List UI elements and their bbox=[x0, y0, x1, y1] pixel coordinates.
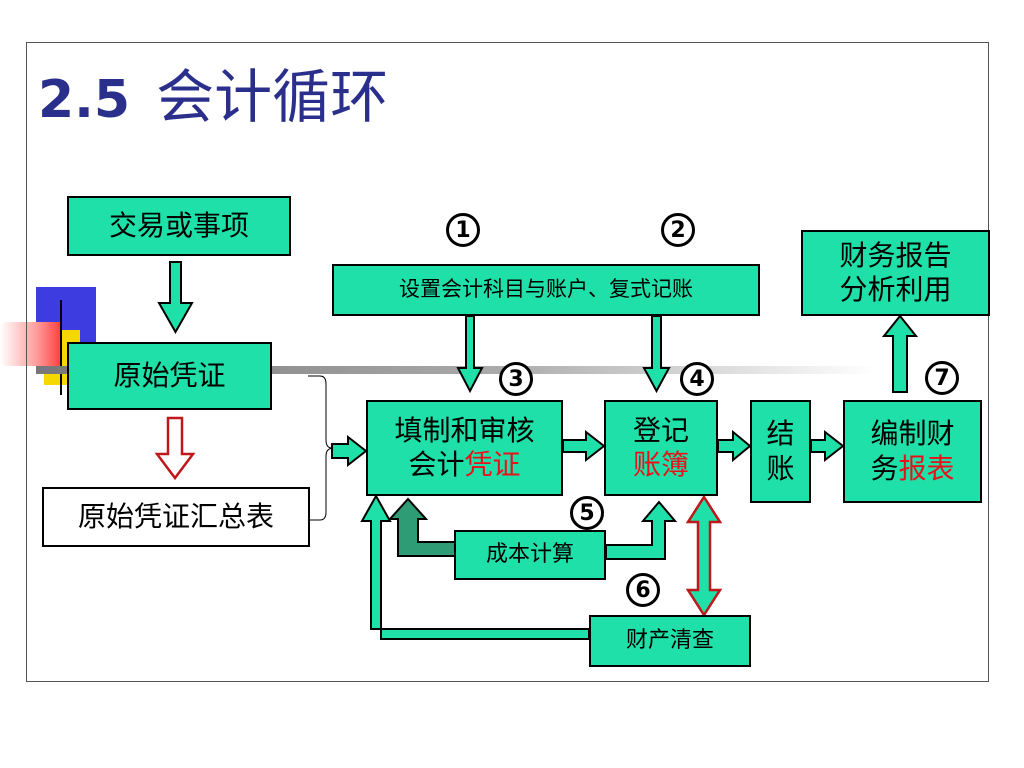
closing-line2: 账 bbox=[766, 451, 795, 485]
decor-red-gradient bbox=[0, 322, 62, 366]
arrow-brace-to-fill bbox=[331, 434, 368, 468]
title-text: 会计循环 bbox=[156, 63, 389, 131]
arrow-setup-to-fill bbox=[456, 315, 484, 394]
cost-calc-label: 成本计算 bbox=[485, 541, 574, 567]
report-line1: 财务报告 bbox=[839, 238, 952, 272]
register-line2: 账簿 bbox=[632, 448, 689, 481]
step-1-badge: 1 bbox=[446, 213, 480, 247]
prepare-line1: 编制财 bbox=[870, 417, 955, 451]
arrow-voucher-to-summary bbox=[154, 416, 196, 481]
asset-check-label: 财产清查 bbox=[625, 627, 714, 653]
voucher-summary-box: 原始凭证汇总表 bbox=[42, 487, 310, 547]
fill-review-line2b: 凭证 bbox=[464, 448, 521, 481]
decor-horizontal-rule bbox=[36, 366, 876, 374]
prepare-line2b: 报表 bbox=[898, 451, 955, 485]
accounts-setup-label: 设置会计科目与账户、复式记账 bbox=[399, 277, 693, 302]
step-7-badge: 7 bbox=[925, 361, 959, 395]
fill-review-line2a: 会计 bbox=[408, 448, 465, 481]
asset-check-box: 财产清查 bbox=[589, 615, 751, 667]
arrow-closing-to-prepare bbox=[810, 429, 845, 463]
step-5-badge: 5 bbox=[570, 496, 604, 530]
fill-review-line1: 填制和审核 bbox=[394, 413, 535, 447]
prepare-report-box: 编制财 务报表 bbox=[843, 400, 982, 503]
report-line2: 分析利用 bbox=[839, 273, 952, 306]
step-4-badge: 4 bbox=[680, 362, 714, 396]
cost-calc-box: 成本计算 bbox=[454, 530, 606, 580]
arrow-cost-to-register bbox=[605, 500, 678, 560]
voucher-summary-label: 原始凭证汇总表 bbox=[77, 499, 274, 533]
prepare-line2: 务报表 bbox=[870, 452, 954, 486]
transaction-label: 交易或事项 bbox=[108, 208, 249, 242]
accounts-setup-box: 设置会计科目与账户、复式记账 bbox=[332, 264, 760, 316]
fill-review-line2: 会计凭证 bbox=[394, 448, 534, 482]
page-title: 2.5 会计循环 bbox=[38, 50, 389, 131]
transaction-box: 交易或事项 bbox=[67, 196, 291, 256]
slide-frame bbox=[26, 42, 989, 682]
title-number: 2.5 bbox=[38, 70, 131, 130]
arrow-fill-to-register bbox=[562, 429, 606, 463]
closing-line1: 结 bbox=[766, 417, 795, 451]
decor-vertical-rule bbox=[60, 300, 62, 395]
arrow-transaction-to-voucher bbox=[157, 261, 194, 335]
arrow-register-check-double bbox=[685, 494, 723, 618]
financial-report-box: 财务报告 分析利用 bbox=[801, 230, 990, 316]
arrow-check-to-fill bbox=[360, 493, 590, 640]
step-6-badge: 6 bbox=[626, 573, 660, 607]
step-3-badge: 3 bbox=[499, 362, 533, 396]
original-voucher-box: 原始凭证 bbox=[67, 342, 272, 410]
brace-bracket bbox=[308, 375, 335, 521]
arrow-register-to-closing bbox=[717, 429, 752, 463]
register-line1: 登记 bbox=[632, 413, 689, 447]
arrow-setup-to-register bbox=[642, 315, 671, 394]
prepare-line2a: 务 bbox=[870, 451, 899, 485]
register-ledger-box: 登记 账簿 bbox=[604, 400, 718, 496]
closing-box: 结 账 bbox=[750, 400, 811, 503]
fill-review-voucher-box: 填制和审核 会计凭证 bbox=[366, 400, 563, 496]
step-2-badge: 2 bbox=[661, 213, 695, 247]
arrow-prepare-to-report bbox=[881, 314, 919, 393]
arrow-cost-to-fill bbox=[387, 497, 461, 557]
original-voucher-label: 原始凭证 bbox=[113, 358, 226, 392]
